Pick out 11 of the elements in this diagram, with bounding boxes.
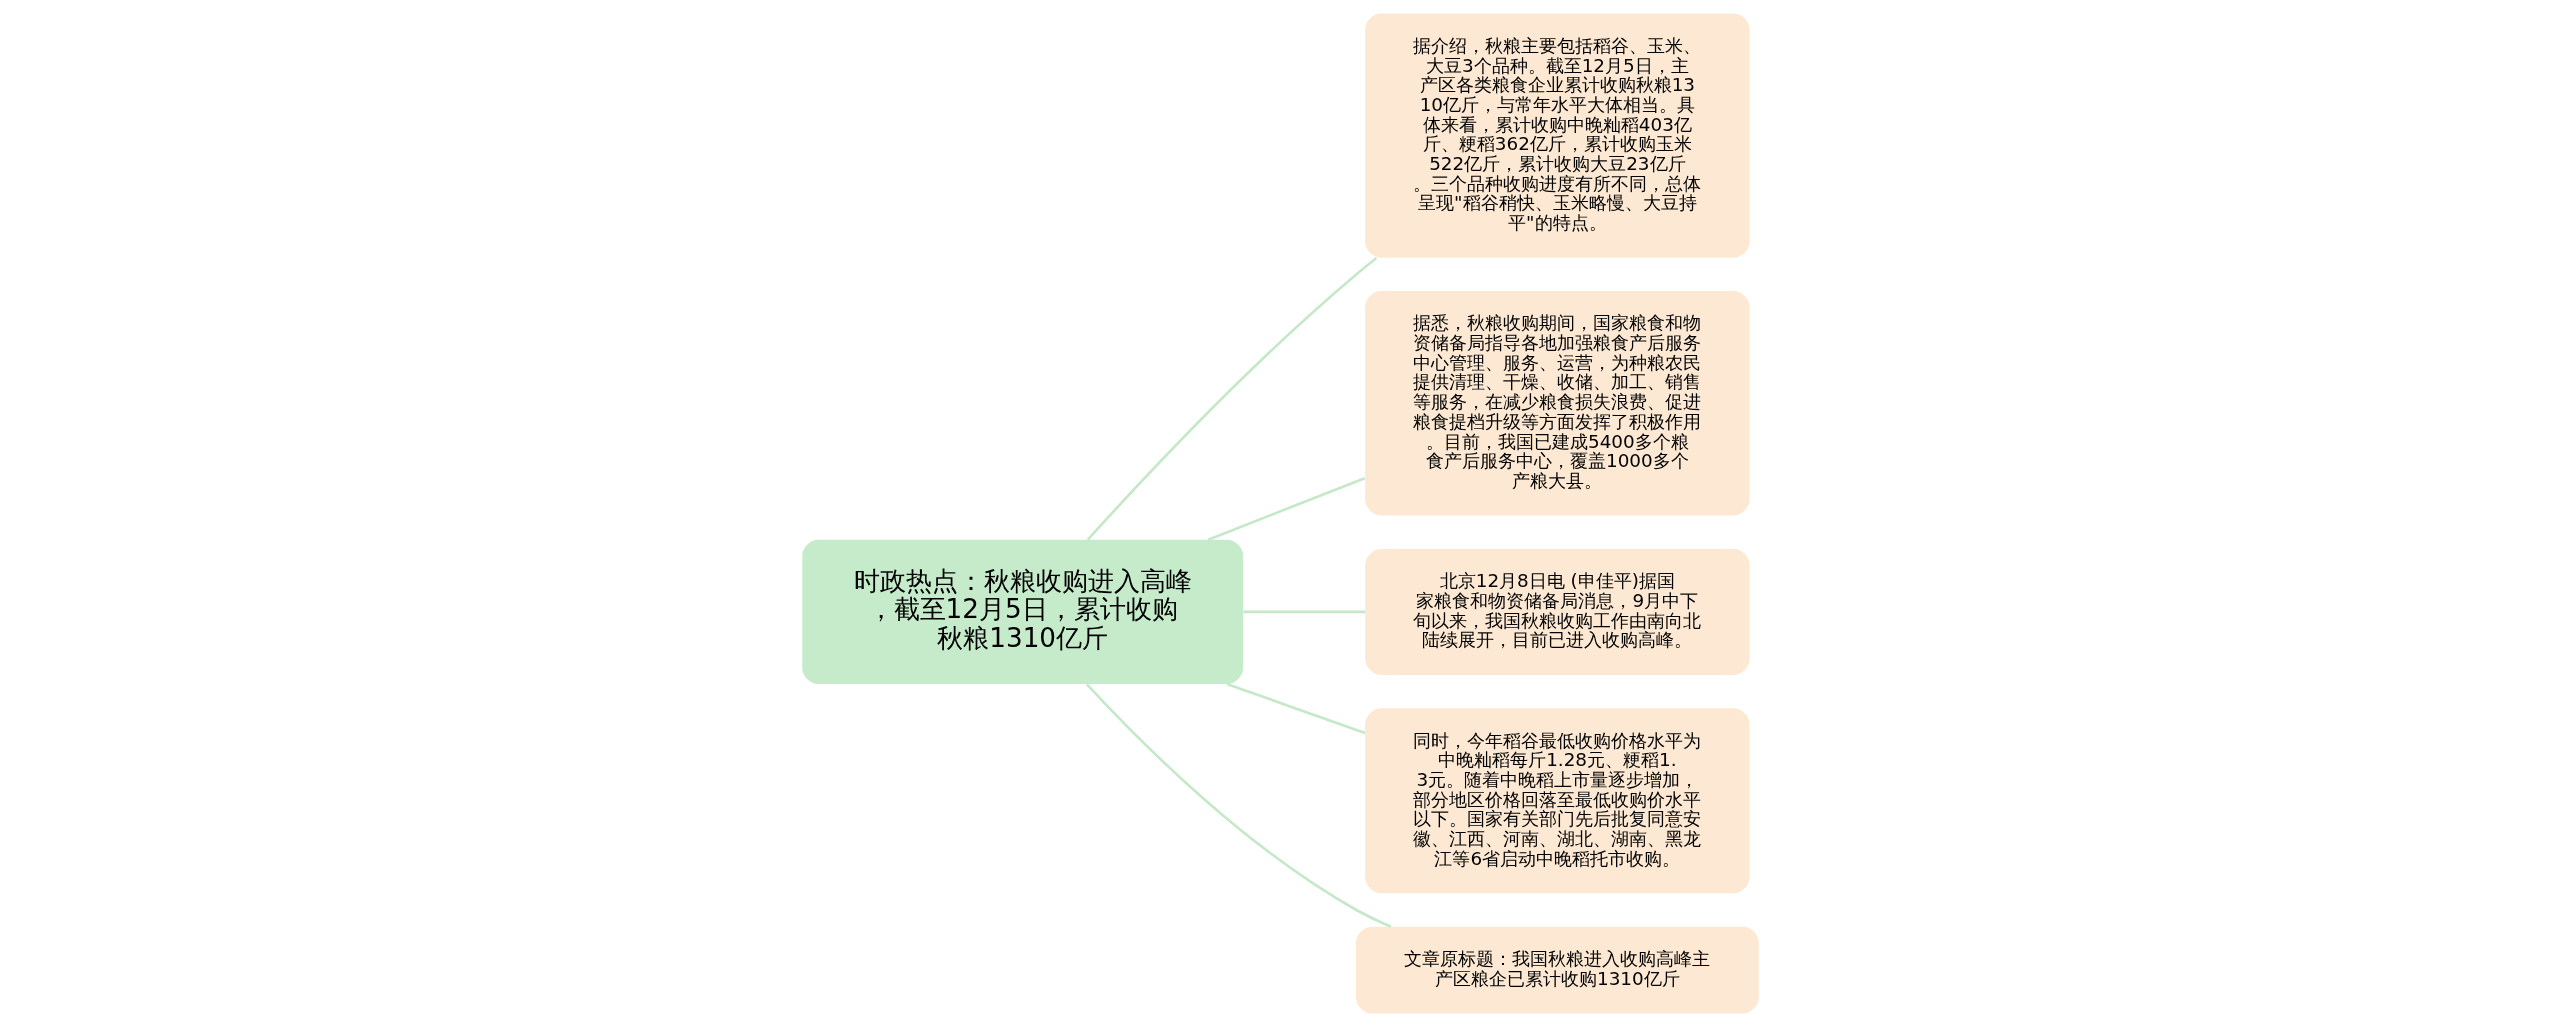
node-box: 据介绍，秋粮主要包括稻谷、玉米、大豆3个品种。截至12月5日，主产区各类粮食企业累计收购秋粮1310亿斤，与常年水平大体相当。具体来看，累计收购中晚籼稻403亿斤、粳稻362亿斤，累计收购玉米522亿斤，累计收购大豆23亿斤。三个品种收购进度有所不同，总体呈现"稻谷稍快、玉米略慢、大豆持平"的特点。: [1364, 13, 1750, 258]
node-box: 北京12月8日电 (申佳平)据国家粮食和物资储备局消息，9月中下旬以来，我国秋粮收购工作由南向北陆续展开，目前已进入收购高峰。: [1364, 548, 1750, 675]
connector: [1085, 683, 1391, 928]
node-box: 据悉，秋粮收购期间，国家粮食和物资储备局指导各地加强粮食产后服务中心管理、服务、运营，为种粮农民提供清理、干燥、收储、加工、销售等服务，在减少粮食损失浪费、促进粮食提档升级等方面发挥了积极作用。目前，我国已建成5400多个粮食产后服务中心，覆盖1000多个产粮大县。: [1364, 291, 1750, 516]
node-box: 文章原标题：我国秋粮进入收购高峰主产区粮企已累计收购1310亿斤: [1355, 926, 1759, 1014]
connector: [1226, 682, 1365, 735]
node-box: 同时，今年稻谷最低收购价格水平为中晚籼稻每斤1.28元、粳稻1.3元。随着中晚稻上市量逐步增加，部分地区价格回落至最低收购价水平以下。国家有关部门先后批复同意安徽、江西、河南、湖北、湖南、黑龙江等6省启动中晚稻托市收购。: [1364, 708, 1750, 894]
connector: [1086, 256, 1377, 541]
connector: [1207, 477, 1365, 541]
connector: [1242, 610, 1365, 614]
node-box: 时政热点：秋粮收购进入高峰，截至12月5日，累计收购秋粮1310亿斤: [801, 539, 1243, 685]
